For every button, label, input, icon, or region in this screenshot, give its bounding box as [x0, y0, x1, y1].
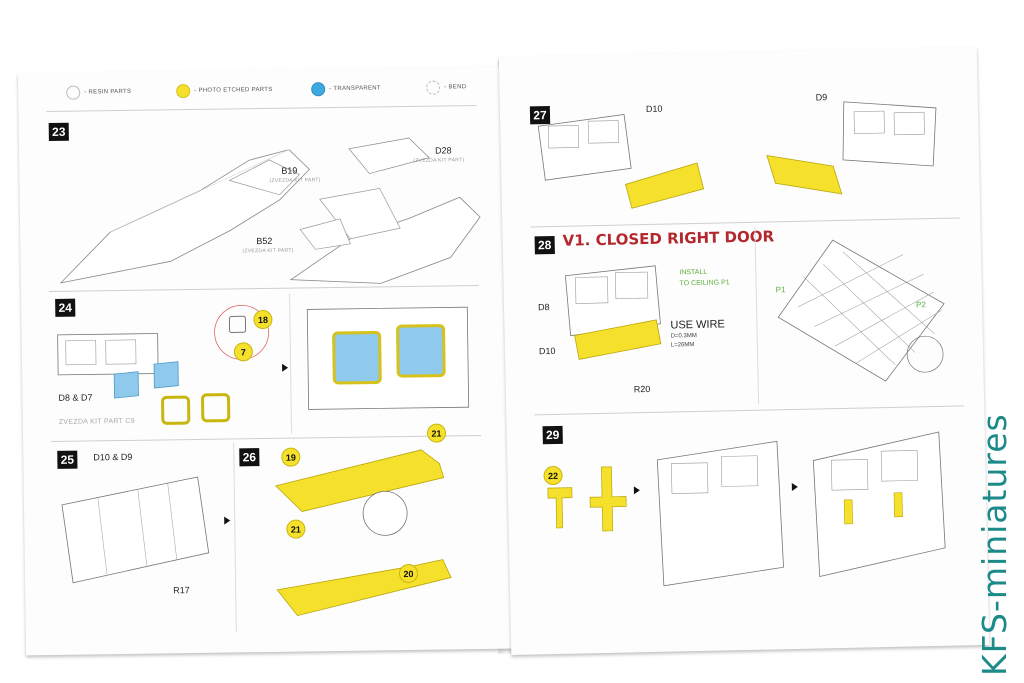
- door-with-windows-drawing: [306, 306, 470, 410]
- legend-resin: - RESIN PARTS: [66, 84, 131, 101]
- next-arrow-icon: [791, 482, 798, 492]
- install-note: INSTALL: [679, 268, 708, 277]
- divider: [530, 217, 961, 228]
- step-28-badge: 28: [534, 235, 555, 255]
- part-r20-label: R20: [633, 383, 651, 395]
- divider: [534, 405, 965, 416]
- part-d10-label: D10: [645, 103, 663, 115]
- divider: [49, 285, 479, 293]
- part-d28-label: D28: [435, 145, 452, 156]
- step-24-badge: 24: [55, 298, 76, 317]
- helicopter-fuselage-drawing: [59, 137, 481, 284]
- p1-label: P1: [775, 285, 786, 295]
- instruction-page-right: 27 D10 D9 28 V1. CLOSED RIGHT DOOR INSTA…: [498, 47, 990, 655]
- part-d10-label: D10: [538, 345, 556, 357]
- divider: [233, 442, 237, 633]
- divider: [289, 293, 293, 434]
- wire-length: L=26MM: [670, 342, 695, 349]
- part-b52-sub: (ZVEZDA KIT PART): [242, 247, 294, 255]
- parts-legend: - RESIN PARTS - PHOTO ETCHED PARTS - TRA…: [66, 79, 486, 105]
- door-d10-drawing: [537, 114, 632, 181]
- wire-diameter: D=0.3MM: [670, 332, 697, 340]
- resin-circle-icon: [66, 85, 81, 100]
- door-panel-25-drawing: [61, 476, 210, 584]
- install-note-2: TO CEILING P1: [679, 279, 730, 288]
- ceiling-mesh-drawing: [777, 239, 945, 382]
- photo-etched-circle-icon: [176, 84, 191, 99]
- zvezda-c9-label: ZVEZDA KIT PART C9: [58, 417, 135, 426]
- legend-photo-etched: - PHOTO ETCHED PARTS: [176, 82, 273, 99]
- part-r17-label: R17: [173, 585, 190, 596]
- step-28-title: V1. CLOSED RIGHT DOOR: [562, 227, 775, 250]
- door-assembly-29-drawing: [656, 440, 784, 587]
- part-d9-label: D9: [815, 92, 828, 103]
- pe-frames-drawing: [161, 393, 231, 425]
- detail-magnifier-drawing: [362, 490, 408, 536]
- closed-door-drawing: [564, 265, 662, 360]
- step-26-badge: 26: [239, 448, 260, 467]
- transparent-circle-icon: [311, 82, 326, 97]
- p2-label: P2: [915, 300, 926, 310]
- transparent-windows-drawing: [113, 361, 179, 399]
- part-d8-label: D8: [537, 302, 550, 313]
- pe-brackets-drawing: [547, 466, 627, 532]
- bend-circle-icon: [426, 80, 441, 95]
- part-d8d7-label: D8 & D7: [58, 392, 93, 403]
- divider: [46, 105, 477, 113]
- part-d28-sub: (ZVEZDA KIT PART): [413, 157, 465, 164]
- pe-panel-d10-drawing: [624, 162, 705, 209]
- pe-floor-plate-19-drawing: [274, 449, 445, 512]
- step-25-badge: 25: [57, 450, 78, 469]
- part-b19-sub: (ZVEZDA KIT PART): [269, 177, 321, 184]
- use-wire-label: USE WIRE: [670, 318, 725, 332]
- next-arrow-icon: [633, 486, 640, 495]
- step-29-badge: 29: [542, 425, 563, 445]
- instruction-page-left: - RESIN PARTS - PHOTO ETCHED PARTS - TRA…: [17, 66, 515, 656]
- watermark: KFS-miniatures: [975, 413, 1015, 676]
- legend-bend: - BEND: [426, 79, 466, 96]
- pe-floor-plate-20-drawing: [276, 559, 452, 617]
- legend-transparent: - TRANSPARENT: [311, 80, 381, 97]
- part-b19-label: B19: [281, 165, 298, 176]
- door-panel-drawing: [57, 333, 159, 376]
- door-assembly-final-drawing: [812, 431, 946, 577]
- divider: [754, 227, 760, 404]
- part-b52-label: B52: [256, 235, 273, 247]
- part-d10d9-label: D10 & D9: [93, 451, 133, 463]
- next-arrow-icon: [282, 363, 289, 372]
- door-d9-drawing: [842, 101, 937, 167]
- pe-panel-d9-drawing: [766, 154, 843, 195]
- pe-part-19-badge: 19: [281, 447, 301, 467]
- watermark-text: KFS-miniatures: [975, 413, 1014, 676]
- pe-part-21-badge: 21: [286, 519, 306, 539]
- next-arrow-icon: [224, 516, 231, 525]
